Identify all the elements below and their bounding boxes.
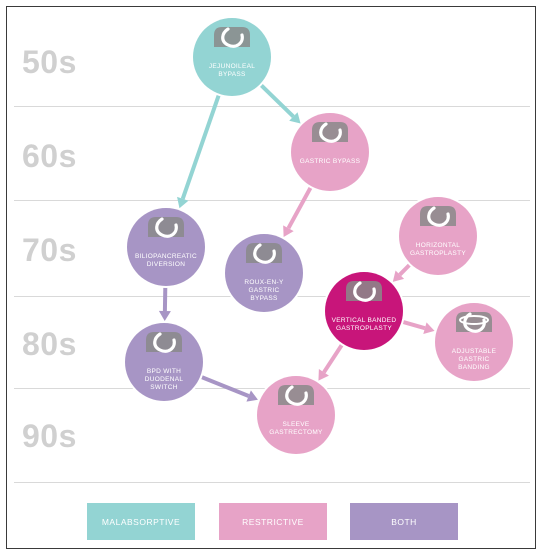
legend-malabsorptive-label: MALABSORPTIVE: [101, 516, 181, 527]
edges-layer: [158, 83, 435, 402]
edge-line: [180, 94, 221, 200]
node-sleeve: [255, 374, 337, 456]
edge-jejunoileal-to-biliopancreatic: [177, 94, 221, 209]
icon-backdrop: [420, 206, 456, 226]
node-label-horizontal: HORIZONTAL GASTROPLASTY: [410, 242, 466, 257]
icon-backdrop: [214, 27, 250, 47]
arrow-head-icon: [318, 369, 329, 381]
decade-label-50s: 50s: [22, 44, 77, 80]
legend-restrictive: RESTRICTIVE: [219, 503, 327, 540]
node-label-jejunoileal: JEJUNOILEAL BYPASS: [208, 63, 256, 78]
node-label-roux-en-y: ROUX-EN-Y GASTRIC BYPASS: [244, 279, 284, 302]
node-label-sleeve: SLEEVE GASTRECTOMY: [269, 421, 323, 436]
icon-backdrop: [146, 332, 182, 352]
edge-bpd-duodenal-to-sleeve: [200, 375, 258, 402]
gastric-band-icon: [456, 312, 492, 333]
node-circle: [325, 272, 403, 350]
decade-divider: [14, 200, 530, 201]
icon-backdrop: [312, 122, 348, 142]
node-adjustable-band: [433, 301, 515, 383]
node-circle: [225, 234, 303, 312]
stomach-shape: [427, 206, 450, 227]
legend-restrictive-label: RESTRICTIVE: [242, 516, 304, 527]
node-circle: [435, 303, 513, 381]
stomach-switch-icon: [146, 332, 182, 353]
legend-malabsorptive: MALABSORPTIVE: [87, 503, 195, 540]
stomach-bypass-icon: [312, 122, 348, 143]
arrow-head-icon: [392, 270, 405, 282]
node-bpd-duodenal: [123, 321, 205, 403]
arrow-head-icon: [177, 196, 189, 209]
stomach-sleeve-icon: [278, 385, 314, 406]
node-circle: [291, 113, 369, 191]
arrow-head-icon: [158, 310, 171, 322]
icon-backdrop: [246, 243, 282, 263]
edge-line: [200, 375, 250, 398]
edge-horizontal-to-vertical-banded: [392, 263, 412, 282]
node-circle: [125, 323, 203, 401]
edge-jejunoileal-to-gastric-bypass: [259, 83, 301, 124]
edge-line: [401, 319, 426, 331]
node-gastric-bypass: [289, 111, 371, 193]
icon-backdrop: [148, 217, 184, 237]
decade-divider: [14, 106, 530, 107]
node-label-vertical-banded: VERTICAL BANDED GASTROPLASTY: [331, 317, 397, 332]
node-circle: [257, 376, 335, 454]
decade-label-60s: 60s: [22, 138, 77, 174]
node-label-gastric-bypass: GASTRIC BYPASS: [299, 158, 361, 165]
stomach-shape: [319, 122, 342, 143]
intestine-icon: [214, 27, 250, 48]
node-jejunoileal: [191, 16, 273, 98]
edge-gastric-bypass-to-roux-en-y: [283, 186, 313, 238]
arrow-head-icon: [246, 390, 258, 402]
legend-both: BOTH: [350, 503, 458, 540]
stomach-shape: [463, 312, 486, 333]
edge-biliopancreatic-to-bpd-duodenal: [158, 286, 171, 322]
stomach-shape: [221, 27, 244, 48]
node-horizontal: [397, 195, 479, 277]
legend-both-label: BOTH: [391, 516, 417, 527]
node-label-adjustable-band: ADJUSTABLE GASTRIC BANDING: [451, 348, 497, 371]
icon-backdrop: [346, 281, 382, 301]
edge-line: [286, 186, 313, 230]
stomach-staple-icon: [420, 206, 456, 227]
arrow-head-icon: [283, 225, 294, 238]
node-label-bpd-duodenal: BPD WITH DUODENAL SWITCH: [144, 368, 184, 391]
icon-backdrop: [278, 385, 314, 405]
stomach-shape: [253, 243, 276, 264]
node-roux-en-y: [223, 232, 305, 314]
stomach-roux-icon: [246, 243, 282, 264]
decade-divider: [14, 482, 530, 483]
node-vertical-banded: [323, 270, 405, 352]
arrow-head-icon: [423, 322, 435, 334]
node-biliopancreatic: [125, 206, 207, 288]
nodes-layer: [123, 16, 515, 456]
stomach-shape: [153, 332, 176, 353]
decade-label-80s: 80s: [22, 326, 77, 362]
stomach-shape: [285, 385, 308, 406]
decade-label-90s: 90s: [22, 418, 77, 454]
edge-vertical-banded-to-adjustable-band: [401, 319, 435, 334]
stomach-diversion-icon: [148, 217, 184, 238]
node-label-biliopancreatic: BILIOPANCREATIC DIVERSION: [134, 253, 198, 268]
node-circle: [127, 208, 205, 286]
decade-label-70s: 70s: [22, 232, 77, 268]
band-ring: [459, 315, 489, 325]
node-circle: [399, 197, 477, 275]
edge-line: [259, 83, 295, 118]
edge-line: [398, 263, 412, 277]
edge-line: [322, 343, 344, 374]
edge-vertical-banded-to-sleeve: [318, 343, 344, 381]
node-circle: [193, 18, 271, 96]
arrow-head-icon: [289, 112, 301, 124]
stomach-shape: [155, 217, 178, 238]
stomach-band-icon: [346, 281, 382, 302]
stomach-shape: [353, 281, 376, 302]
